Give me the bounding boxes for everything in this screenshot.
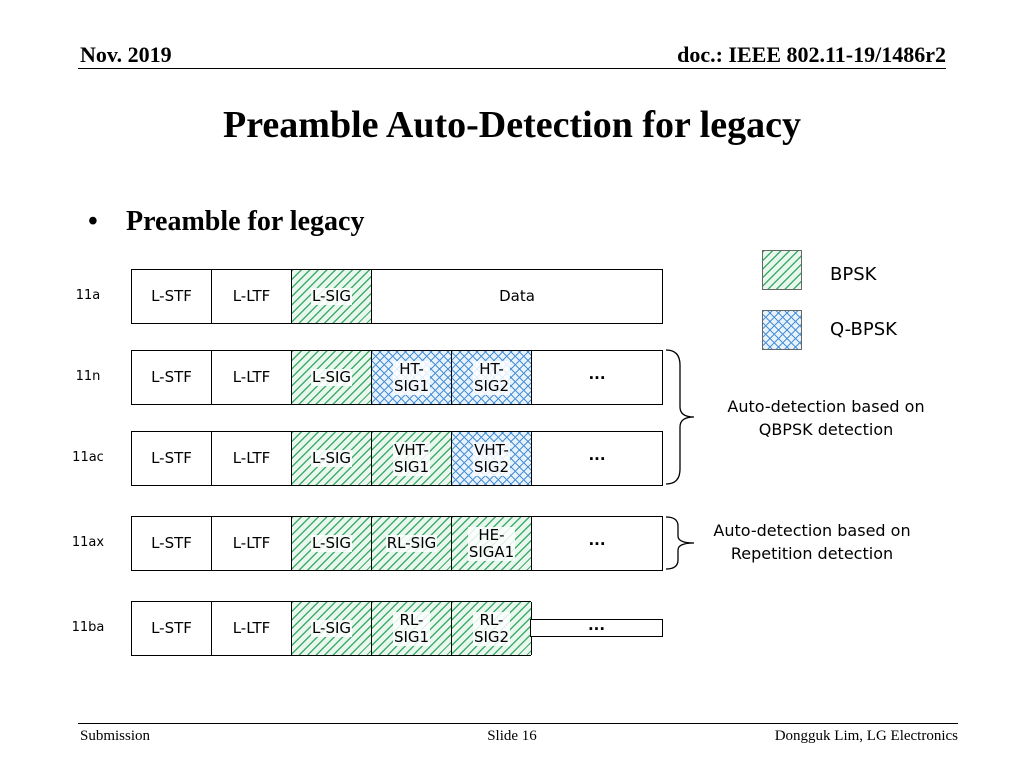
field-label: ... — [587, 446, 607, 464]
header-date: Nov. 2019 — [80, 42, 172, 67]
footer-submission: Submission — [80, 728, 151, 744]
field-11n-l-sig: L-SIG — [292, 351, 372, 404]
frame-11ba: L-STF L-LTF L-SIG RL-SIG1 RL-SIG2 — [131, 601, 532, 656]
field-label: ... — [587, 365, 607, 383]
field-label: L-LTF — [231, 287, 272, 305]
field-label: VHT-SIG1 — [392, 440, 431, 476]
slide-title: Preamble Auto-Detection for legacy — [223, 104, 801, 146]
field-label: L-SIG — [310, 368, 353, 386]
field-11ba-l-sig: L-SIG — [292, 602, 372, 655]
field-11ba-ellipsis: ... — [530, 616, 663, 637]
legend-qbpsk-label: Q-BPSK — [830, 319, 897, 340]
field-11ax-he-siga1: HE-SIGA1 — [452, 517, 532, 570]
field-11a-l-stf: L-STF — [132, 270, 212, 323]
field-label: L-LTF — [231, 534, 272, 552]
field-label: RL-SIG1 — [392, 610, 431, 646]
field-11ac-vht-sig2: VHT-SIG2 — [452, 432, 532, 485]
field-label: HE-SIGA1 — [467, 525, 516, 561]
field-11ba-rl-sig1: RL-SIG1 — [372, 602, 452, 655]
field-label: L-STF — [150, 449, 193, 467]
footer-rule — [78, 723, 958, 724]
field-label: L-SIG — [310, 619, 353, 637]
field-11ac-l-sig: L-SIG — [292, 432, 372, 485]
frame-11ax: L-STF L-LTF L-SIG RL-SIG HE-SIGA1... — [131, 516, 663, 571]
field-11n-ht-sig1: HT-SIG1 — [372, 351, 452, 404]
field-label: HT-SIG2 — [472, 359, 511, 395]
field-11n-ht-sig2: HT-SIG2 — [452, 351, 532, 404]
frame-11n: L-STF L-LTF L-SIG HT-SIG1 HT-SIG2... — [131, 350, 663, 405]
field-11n-l-ltf: L-LTF — [212, 351, 292, 404]
field-11ax-ellipsis: ... — [532, 517, 662, 570]
field-11ba-l-ltf: L-LTF — [212, 602, 292, 655]
legend-bpsk-swatch — [762, 250, 802, 290]
field-11a-data: Data — [372, 270, 662, 323]
field-label: HT-SIG1 — [392, 359, 431, 395]
legend-qbpsk-swatch — [762, 310, 802, 350]
field-11a-l-ltf: L-LTF — [212, 270, 292, 323]
field-11n-l-stf: L-STF — [132, 351, 212, 404]
brace-ht-vht-icon — [665, 349, 695, 485]
brace-he-icon — [665, 516, 695, 570]
row-label-11n: 11n — [75, 368, 101, 384]
field-11ax-l-sig: L-SIG — [292, 517, 372, 570]
field-label: RL-SIG — [385, 534, 438, 552]
field-label: Data — [498, 287, 536, 305]
field-11n-ellipsis: ... — [532, 351, 662, 404]
field-label: L-STF — [150, 619, 193, 637]
header-doc-id: doc.: IEEE 802.11-19/1486r2 — [677, 42, 946, 67]
field-label: ... — [587, 616, 606, 634]
row-label-11ba: 11ba — [71, 619, 105, 635]
field-label: L-SIG — [310, 449, 353, 467]
frame-11a: L-STF L-LTF L-SIG Data — [131, 269, 663, 324]
field-11a-l-sig: L-SIG — [292, 270, 372, 323]
row-label-11ax: 11ax — [71, 534, 105, 550]
field-11ax-rl-sig: RL-SIG — [372, 517, 452, 570]
field-label: L-STF — [150, 287, 193, 305]
field-11ba-l-stf: L-STF — [132, 602, 212, 655]
bullet-text: Preamble for legacy — [126, 206, 365, 237]
field-11ax-l-stf: L-STF — [132, 517, 212, 570]
row-label-11a: 11a — [75, 287, 101, 303]
footer-slide-number: Slide 16 — [487, 728, 537, 744]
footer-author: Dongguk Lim, LG Electronics — [774, 728, 958, 744]
field-label: L-STF — [150, 368, 193, 386]
field-11ba-rl-sig2: RL-SIG2 — [452, 602, 532, 655]
field-11ac-l-ltf: L-LTF — [212, 432, 292, 485]
bullet-dot-icon: • — [88, 206, 98, 237]
field-11ax-l-ltf: L-LTF — [212, 517, 292, 570]
field-label: RL-SIG2 — [472, 610, 511, 646]
field-label: L-LTF — [231, 368, 272, 386]
field-11ac-l-stf: L-STF — [132, 432, 212, 485]
field-label: VHT-SIG2 — [472, 440, 511, 476]
field-label: L-SIG — [310, 534, 353, 552]
field-label: ... — [587, 531, 607, 549]
field-11ac-ellipsis: ... — [532, 432, 662, 485]
row-label-11ac: 11ac — [72, 449, 104, 465]
field-11ac-vht-sig1: VHT-SIG1 — [372, 432, 452, 485]
frame-11ac: L-STF L-LTF L-SIG VHT-SIG1 VHT-SIG2... — [131, 431, 663, 486]
legend-bpsk-label: BPSK — [830, 264, 877, 285]
header-rule — [78, 68, 946, 69]
field-label: L-SIG — [310, 287, 353, 305]
bullet-item: • Preamble for legacy — [88, 206, 364, 238]
field-label: L-LTF — [231, 619, 272, 637]
field-label: L-STF — [150, 534, 193, 552]
field-label: L-LTF — [231, 449, 272, 467]
